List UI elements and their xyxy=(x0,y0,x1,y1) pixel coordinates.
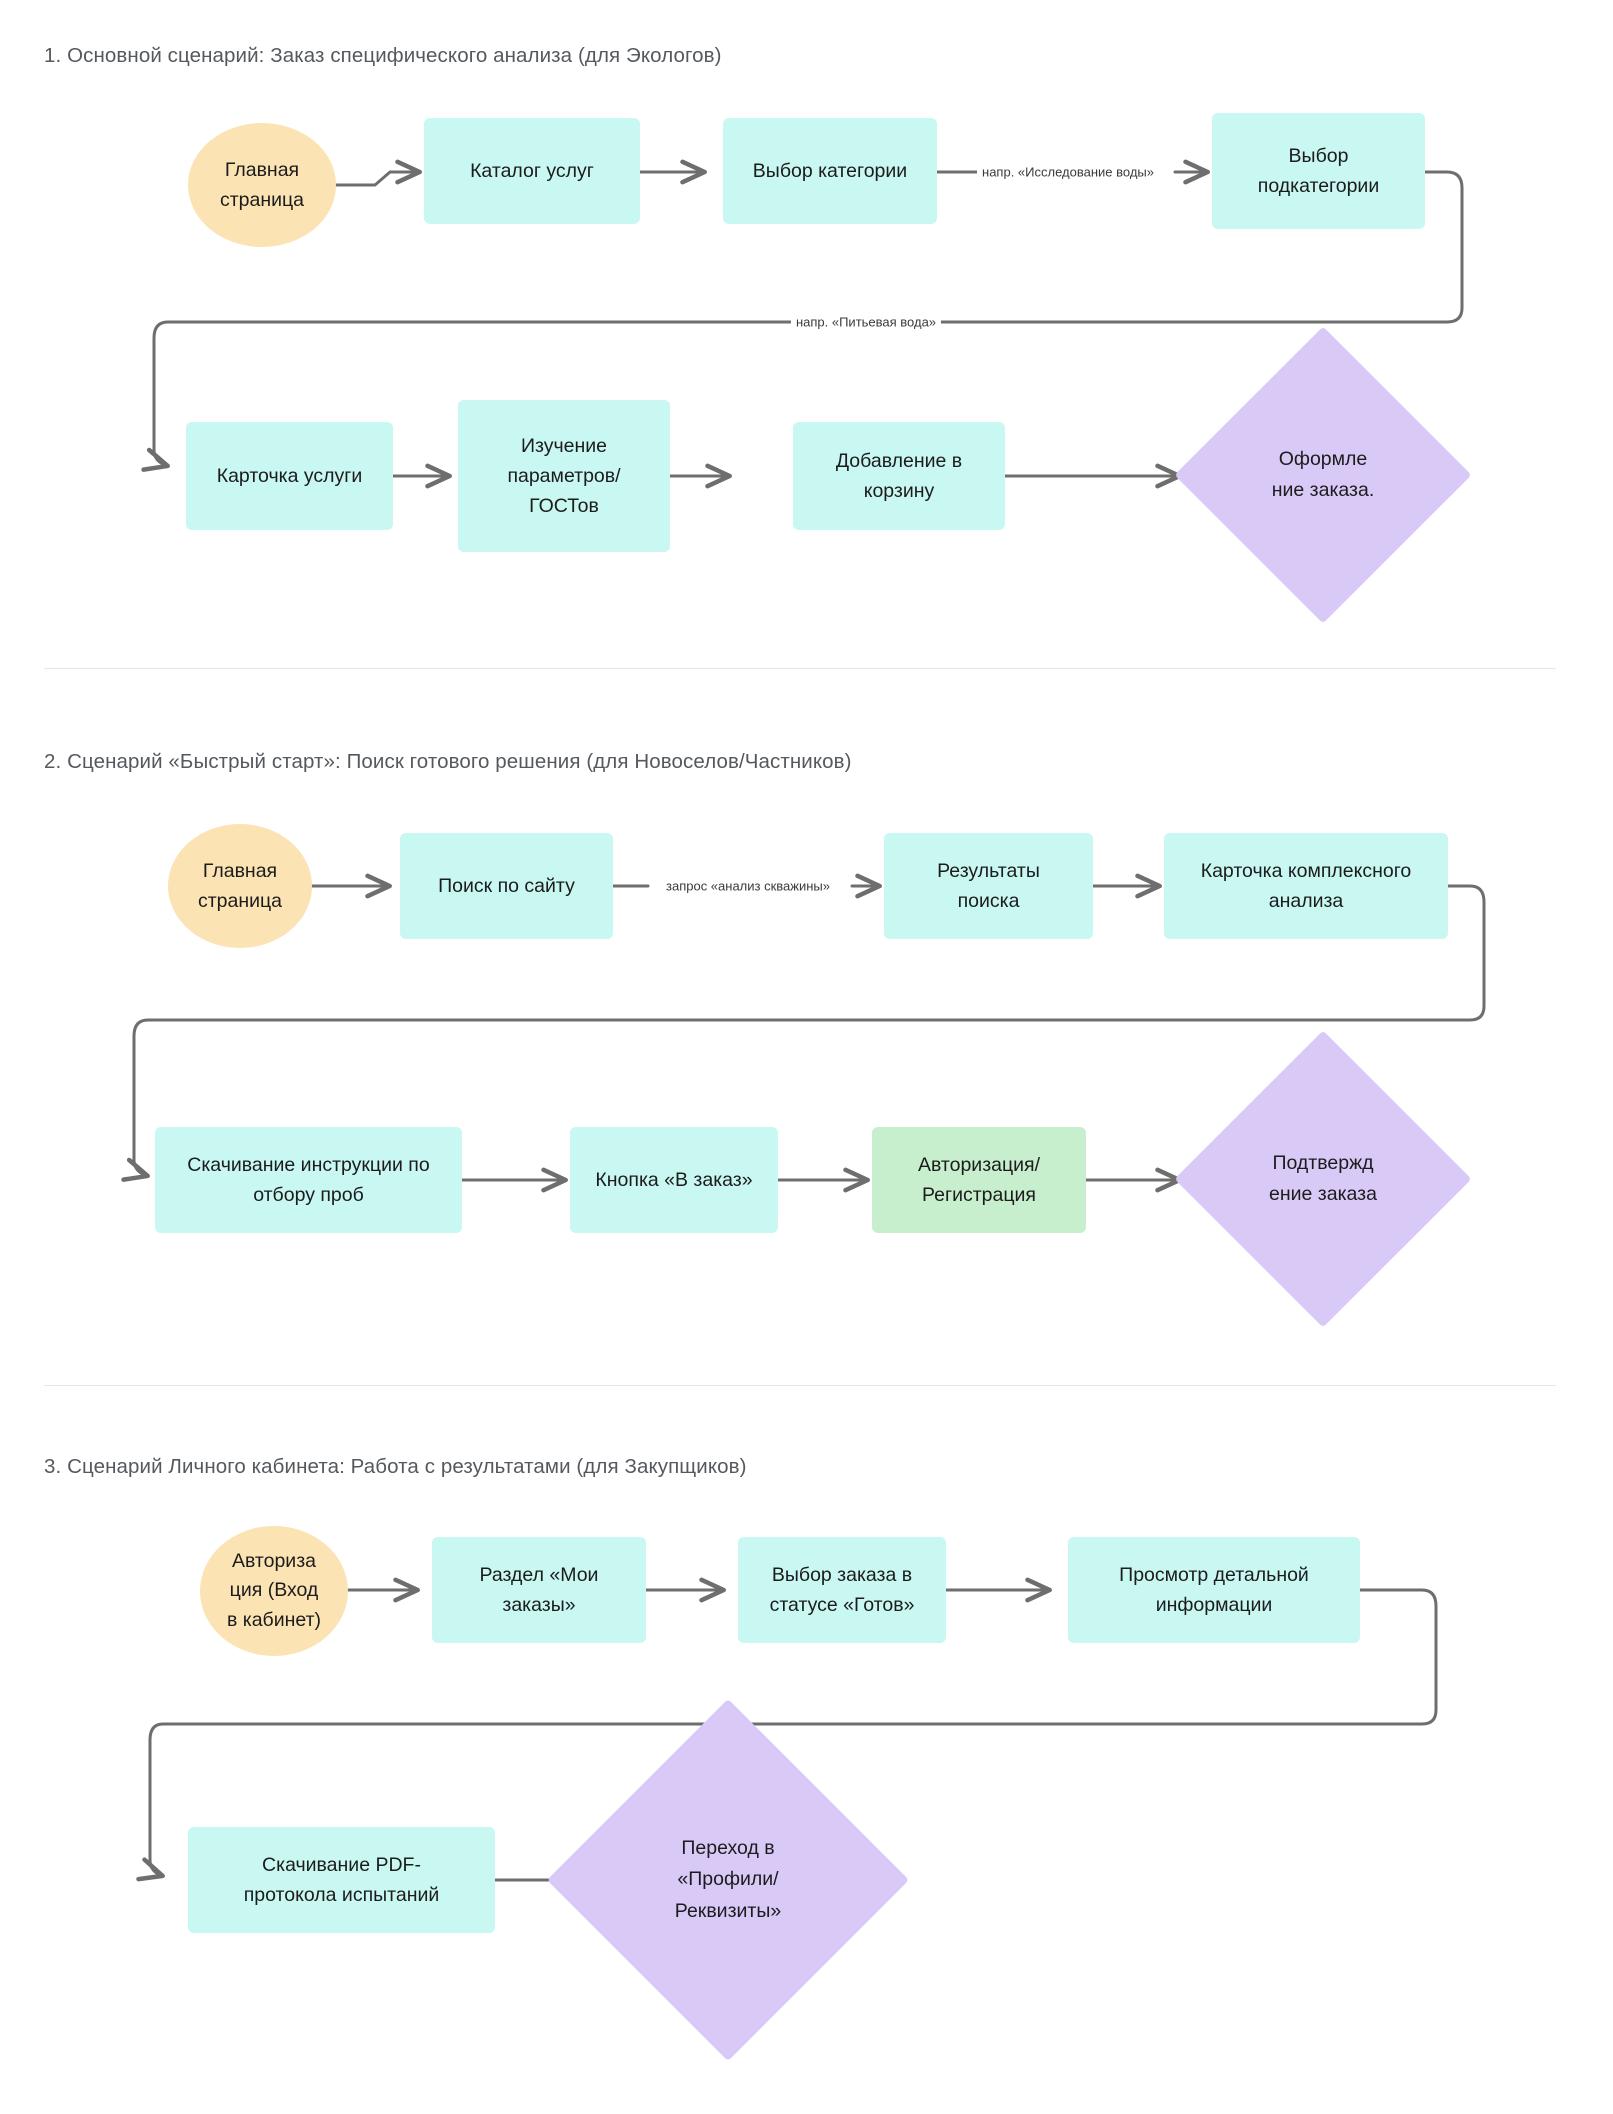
node-s1-subcategory-select[interactable]: Выбор подкатегории xyxy=(1212,113,1425,229)
node-label: Каталог услуг xyxy=(470,159,594,182)
node-label: Авториза ция (Вход в кабинет) xyxy=(226,1550,322,1631)
node-label: Авторизация/ Регистрация xyxy=(917,1153,1041,1206)
section-title-scenario-1: 1. Основной сценарий: Заказ специфическо… xyxy=(44,44,722,67)
node-s2-order-confirmation[interactable]: Подтвержд ение заказа xyxy=(1174,1030,1472,1328)
node-s2-to-order-button[interactable]: Кнопка «В заказ» xyxy=(570,1127,778,1233)
node-label: Выбор заказа в статусе «Готов» xyxy=(769,1563,915,1616)
node-s1-main-page[interactable]: Главная страница xyxy=(188,123,336,247)
node-label: Карточка комплексного анализа xyxy=(1200,859,1412,912)
node-s3-authorization[interactable]: Авториза ция (Вход в кабинет) xyxy=(200,1526,348,1656)
node-label: Результаты поиска xyxy=(937,859,1040,912)
section-divider-2 xyxy=(44,1385,1556,1386)
section-title-scenario-3: 3. Сценарий Личного кабинета: Работа с р… xyxy=(44,1455,747,1478)
node-s1-service-catalog[interactable]: Каталог услуг xyxy=(424,118,640,224)
node-s1-category-select[interactable]: Выбор категории xyxy=(723,118,937,224)
node-label: Скачивание PDF- протокола испытаний xyxy=(243,1853,440,1906)
node-label: Переход в «Профили/ Реквизиты» xyxy=(674,1837,782,1922)
node-s3-select-ready-order[interactable]: Выбор заказа в статусе «Готов» xyxy=(738,1537,946,1643)
node-label: Выбор подкатегории xyxy=(1257,144,1380,197)
node-s1-study-parameters[interactable]: Изучение параметров/ ГОСТов xyxy=(458,400,670,552)
node-s2-search-results[interactable]: Результаты поиска xyxy=(884,833,1093,939)
node-label: Подтвержд ение заказа xyxy=(1269,1151,1377,1205)
node-s1-add-to-cart[interactable]: Добавление в корзину xyxy=(793,422,1005,530)
edge-label-s2-well-analysis-query: запрос «анализ скважины» xyxy=(661,878,835,894)
node-label: Просмотр детальной информации xyxy=(1119,1563,1309,1616)
node-label: Оформле ние заказа. xyxy=(1271,447,1375,501)
node-label: Главная страница xyxy=(197,859,283,912)
node-s3-go-to-profiles[interactable]: Переход в «Профили/ Реквизиты» xyxy=(546,1698,910,2062)
section-title-scenario-2: 2. Сценарий «Быстрый старт»: Поиск готов… xyxy=(44,750,852,773)
node-s3-my-orders[interactable]: Раздел «Мои заказы» xyxy=(432,1537,646,1643)
node-s3-view-details[interactable]: Просмотр детальной информации xyxy=(1068,1537,1360,1643)
node-label: Выбор категории xyxy=(752,159,908,182)
node-label: Раздел «Мои заказы» xyxy=(479,1563,599,1616)
node-s2-site-search[interactable]: Поиск по сайту xyxy=(400,833,613,939)
edge-label-s1-water-research: напр. «Исследование воды» xyxy=(977,164,1159,180)
node-s2-auth-registration[interactable]: Авторизация/ Регистрация xyxy=(872,1127,1086,1233)
node-s1-place-order[interactable]: Оформле ние заказа. xyxy=(1174,326,1472,624)
node-s2-complex-analysis-card[interactable]: Карточка комплексного анализа xyxy=(1164,833,1448,939)
node-s3-download-pdf[interactable]: Скачивание PDF- протокола испытаний xyxy=(188,1827,495,1933)
section-divider-1 xyxy=(44,668,1556,669)
node-s2-main-page[interactable]: Главная страница xyxy=(168,824,312,948)
node-label: Кнопка «В заказ» xyxy=(595,1168,753,1191)
node-label: Добавление в корзину xyxy=(835,449,963,502)
node-s2-download-instruction[interactable]: Скачивание инструкции по отбору проб xyxy=(155,1127,462,1233)
node-s1-service-card[interactable]: Карточка услуги xyxy=(186,422,393,530)
node-label: Поиск по сайту xyxy=(438,874,575,897)
node-label: Изучение параметров/ ГОСТов xyxy=(507,434,621,518)
node-label: Главная страница xyxy=(219,158,305,211)
edge-label-s1-drinking-water: напр. «Питьевая вода» xyxy=(790,314,942,330)
node-label: Скачивание инструкции по отбору проб xyxy=(187,1153,430,1206)
node-label: Карточка услуги xyxy=(216,464,363,487)
